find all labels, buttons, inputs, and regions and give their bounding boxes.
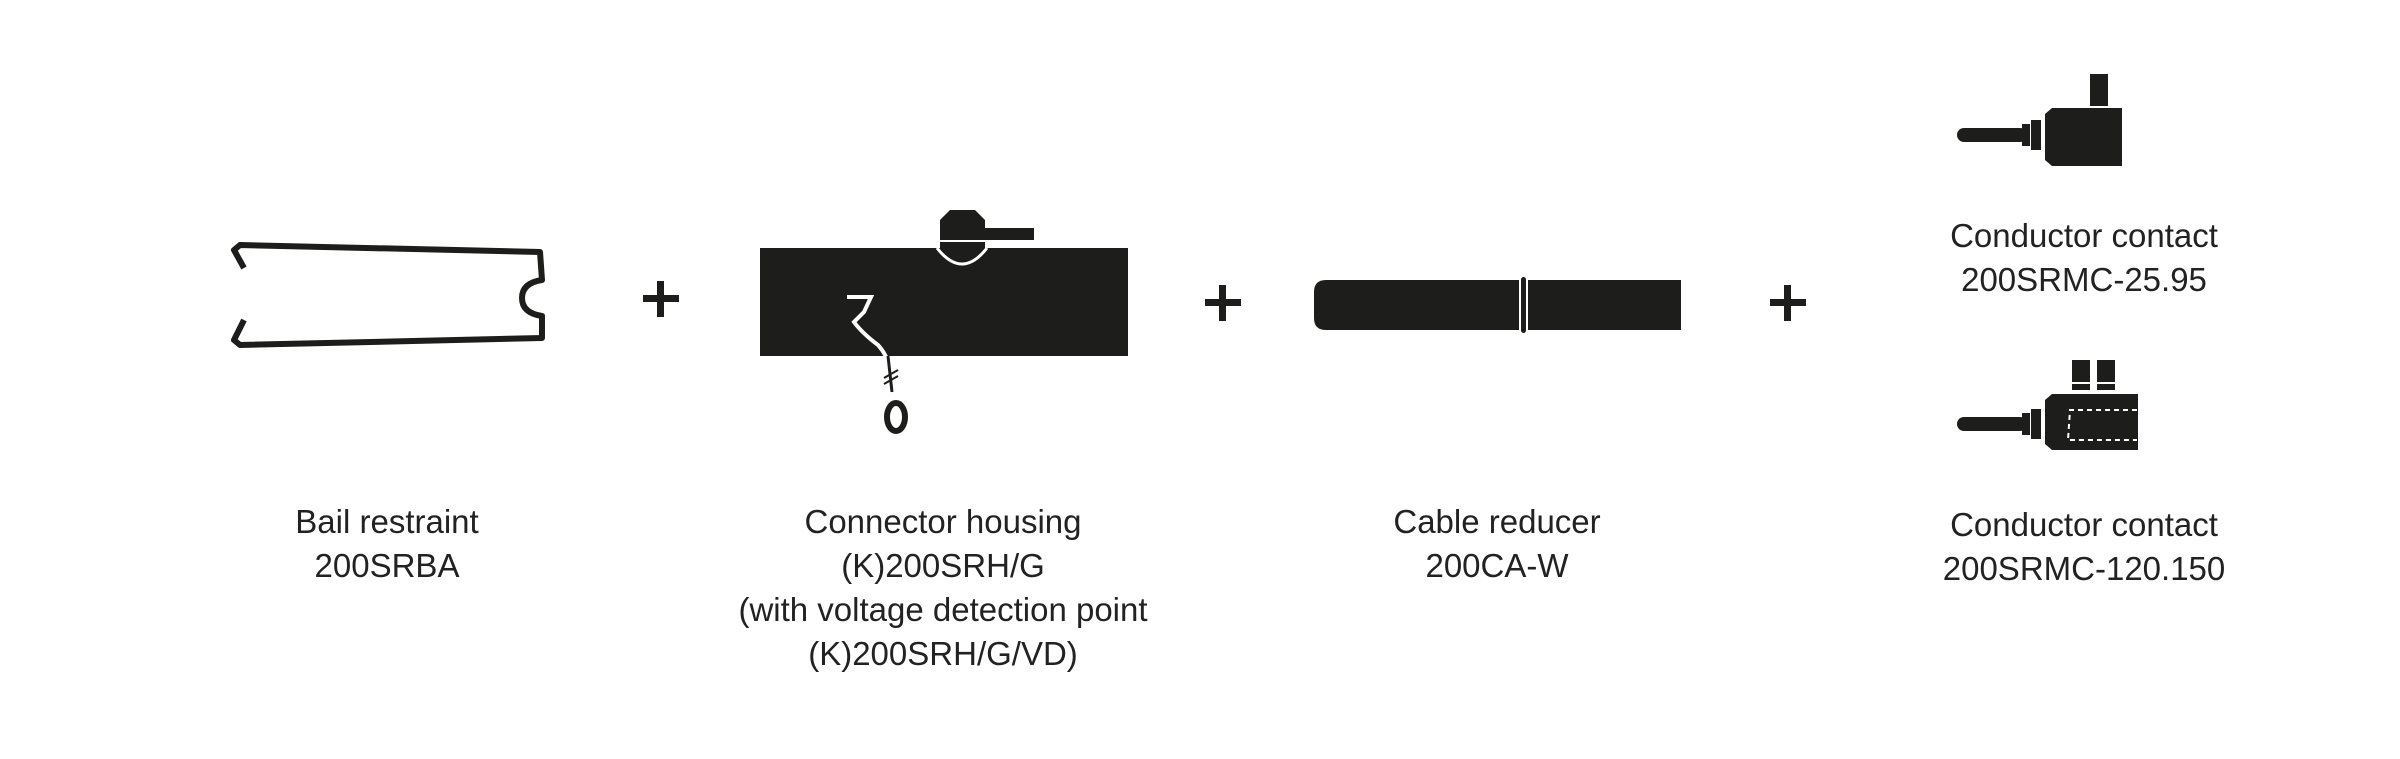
bail-restraint-illustration [231, 242, 545, 348]
bail-restraint-label: Bail restraint 200SRBA [295, 500, 478, 588]
conductor-contact-large-illustration [1957, 360, 2138, 450]
component-name: Conductor contact [1950, 506, 2218, 543]
plus-sign-2-v [1219, 285, 1226, 321]
plus-sign-1-v [657, 281, 664, 317]
component-code: 200SRBA [314, 547, 460, 584]
conductor-contact-small-illustration [1957, 74, 2122, 166]
component-name: Cable reducer [1393, 503, 1601, 540]
component-name: Connector housing [804, 503, 1082, 540]
component-name: Bail restraint [295, 503, 479, 540]
connector-housing-label: Connector housing (K)200SRH/G (with volt… [738, 500, 1147, 676]
plus-sign-3-v [1784, 285, 1791, 321]
conductor-contact-large-label: Conductor contact 200SRMC-120.150 [1943, 503, 2226, 591]
cable-reducer-label: Cable reducer 200CA-W [1393, 500, 1600, 588]
cable-reducer-illustration [1314, 275, 1681, 335]
component-code: 200SRMC-120.150 [1942, 550, 2226, 587]
conductor-contact-small-label: Conductor contact 200SRMC-25.95 [1950, 214, 2218, 302]
component-name: Conductor contact [1950, 217, 2218, 254]
component-note: (with voltage detection point [738, 591, 1148, 628]
component-code: 200SRMC-25.95 [1961, 261, 2207, 298]
component-code: (K)200SRH/G [841, 547, 1045, 584]
component-code: 200CA-W [1425, 547, 1569, 584]
connector-housing-illustration [760, 210, 1128, 434]
component-code-alt: (K)200SRH/G/VD) [808, 635, 1078, 672]
plus-signs [643, 281, 1806, 321]
